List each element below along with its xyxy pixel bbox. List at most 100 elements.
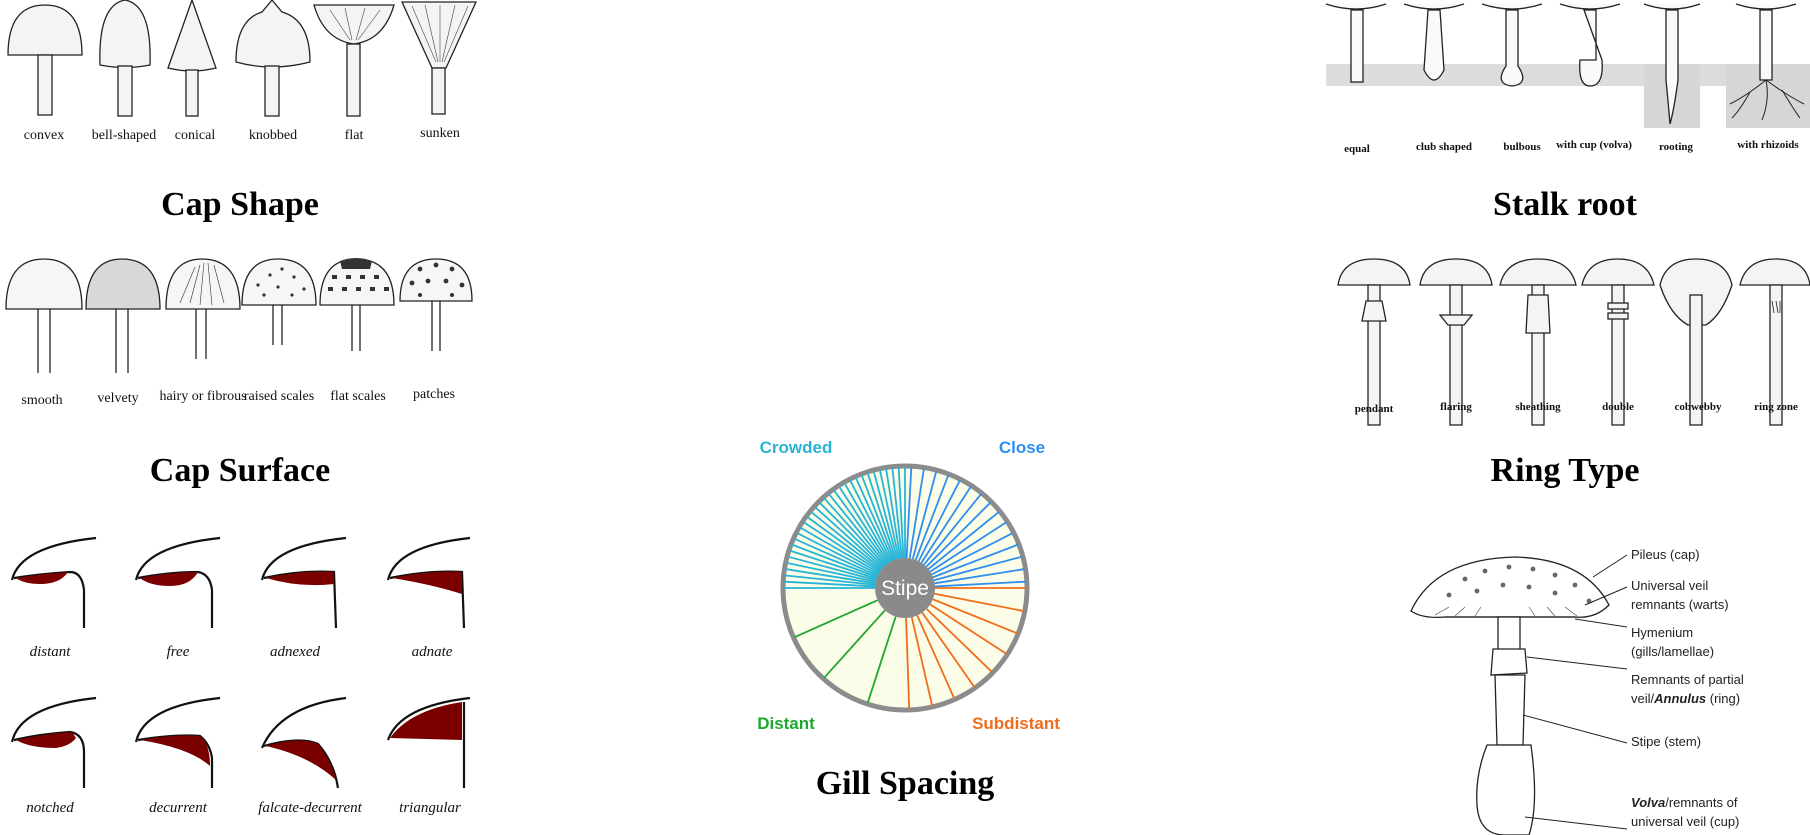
ring-sheathing-icon: [1499, 258, 1577, 426]
crowded-gill-line: [799, 526, 880, 574]
close-gill-line: [920, 486, 972, 564]
stalk-root-label: bulbous: [1503, 141, 1541, 153]
stalk-root-label: club shaped: [1416, 141, 1472, 153]
stalk-root-label: with cup (volva): [1556, 139, 1632, 151]
crowded-gill-line: [838, 486, 890, 564]
close-gill-line: [905, 467, 913, 559]
gill-free-icon: [134, 536, 221, 628]
gill-spacing-title: Gill Spacing: [815, 765, 995, 802]
gill-decurrent-icon: [134, 696, 221, 788]
gill-attachment-label: notched: [26, 800, 74, 816]
ring-type-label: cobwebby: [1674, 401, 1722, 413]
stalk-root-label: rooting: [1659, 141, 1694, 153]
stalk-equal-icon: [1325, 3, 1387, 83]
ring-cobwebby-icon: [1659, 258, 1733, 426]
gill-adnexed-icon: [260, 536, 347, 629]
crowded-gill-line: [897, 467, 905, 559]
cap-shape-label: flat: [345, 128, 364, 143]
close-gill-line: [932, 543, 1019, 579]
close-gill-line: [934, 580, 1026, 588]
subdistant-label: Subdistant: [972, 714, 1060, 733]
crowded-gill-line: [784, 574, 876, 586]
stalk-bulbous-icon: [1481, 3, 1543, 87]
cap-hairy-icon: [165, 258, 241, 359]
cap-surface-label: flat scales: [330, 389, 386, 404]
ring-type-label: pendant: [1355, 403, 1394, 415]
cap-shape-title: Cap Shape: [161, 186, 319, 223]
close-gill-line: [923, 493, 982, 566]
cap-surface-title: Cap Surface: [149, 452, 331, 489]
gill-adnate-icon: [386, 536, 471, 629]
distant-gill-line: [823, 609, 886, 679]
crowded-gill-line: [885, 468, 902, 559]
cap-surface-label: velvety: [97, 391, 138, 406]
crowded-gill-line: [785, 568, 876, 585]
stalk-volva-icon: [1559, 3, 1621, 87]
cap-surface-label: raised scales: [244, 389, 314, 404]
close-label: Close: [999, 438, 1045, 457]
stipe-label: Stipe: [881, 577, 929, 600]
mushroom-anatomy-diagram: Pileus (cap) Universal veil remnants (wa…: [1410, 547, 1744, 835]
crowded-gill-line: [789, 549, 877, 580]
subdistant-gill-line: [934, 592, 1024, 612]
cap-flat-icon: [313, 4, 395, 117]
gill-notched-icon: [10, 696, 97, 788]
cap-surface-label: hairy or fibrous: [159, 389, 246, 404]
cap-patches-icon: [399, 258, 473, 351]
cap-conical-icon: [167, 0, 217, 117]
close-gill-line: [908, 468, 925, 559]
ring-flaring-icon: [1419, 258, 1493, 426]
gill-attachment-label: decurrent: [149, 800, 208, 816]
subdistant-gill-line: [929, 603, 1007, 655]
cap-velvety-icon: [85, 258, 161, 373]
cap-convex-icon: [7, 4, 83, 116]
distant-gill-line: [794, 599, 878, 639]
crowded-gill-line: [866, 472, 897, 560]
stalk-root-diagram: equal club shaped bulbous with cup (volv…: [1325, 3, 1810, 155]
stipe-icon: [1497, 616, 1521, 652]
cap-sunken-icon: [400, 1, 478, 115]
gill-attachment-label: distant: [30, 644, 72, 660]
anatomy-label: Universal veil: [1631, 578, 1708, 593]
annulus-icon: [1490, 648, 1528, 676]
crowded-gill-line: [860, 474, 896, 561]
cap-bell-icon: [99, 0, 151, 117]
crowded-gill-line: [794, 537, 878, 577]
gill-attachment-label: triangular: [399, 800, 461, 816]
stalk-rooting-icon: [1643, 3, 1701, 125]
crowded-gill-line: [786, 561, 876, 583]
close-gill-line: [927, 511, 1000, 570]
ring-type-label: flaring: [1440, 401, 1472, 413]
subdistant-gill-line: [916, 615, 956, 699]
ring-type-diagram: pendant flaring sheathing double cobwebb…: [1337, 258, 1810, 426]
crowded-gill-line: [843, 482, 891, 563]
cap-shape-label: convex: [24, 128, 64, 143]
crowded-label: Crowded: [760, 438, 833, 457]
cap-surface-diagram: smooth velvety hairy or fibrous raised s…: [5, 258, 473, 408]
cap-shape-label: knobbed: [249, 128, 297, 143]
distant-label: Distant: [757, 714, 815, 733]
gill-attachment-label: adnexed: [270, 644, 320, 660]
anatomy-label: universal veil (cup): [1631, 814, 1739, 829]
gill-lines: [784, 467, 1026, 709]
ring-zone-icon: [1739, 258, 1810, 426]
pileus-icon: [1410, 556, 1610, 619]
crowded-gill-line: [828, 493, 887, 566]
cap-flat-scales-icon: [319, 258, 395, 351]
gill-attachment-label: falcate-decurrent: [258, 800, 362, 816]
crowded-gill-line: [806, 516, 882, 572]
gill-attachment-label: adnate: [412, 644, 453, 660]
close-gill-line: [911, 470, 938, 560]
crowded-gill-line: [823, 497, 886, 567]
crowded-gill-line: [796, 532, 879, 576]
close-gill-line: [925, 501, 992, 568]
close-gill-line: [914, 474, 950, 561]
volva-icon: [1476, 744, 1536, 835]
anatomy-label: (gills/lamellae): [1631, 644, 1714, 659]
crowded-gill-line: [854, 477, 894, 561]
crowded-gill-line: [791, 543, 878, 579]
subdistant-gill-line: [921, 612, 976, 688]
crowded-gill-line: [849, 479, 893, 562]
stalk-root-label: with rhizoids: [1737, 139, 1799, 151]
crowded-gill-line: [787, 555, 877, 582]
